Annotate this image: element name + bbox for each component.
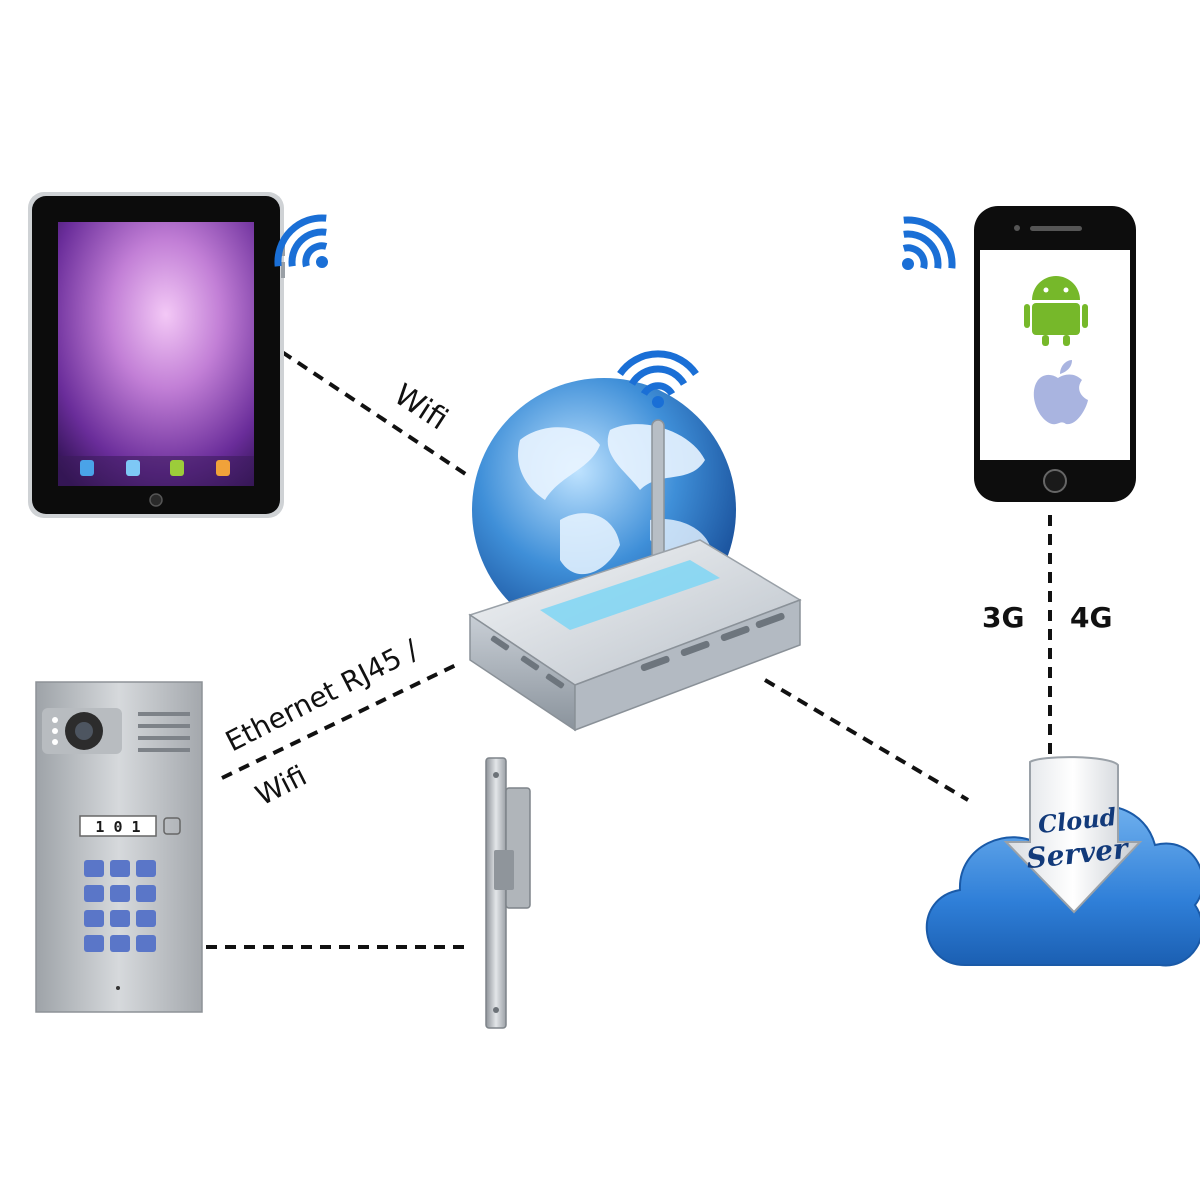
label-4g: 4G [1070, 601, 1112, 634]
tablet-app-icon [80, 460, 94, 476]
tablet-device [28, 192, 285, 518]
cloud-server-icon: Cloud Server [925, 756, 1200, 967]
phone-home-button [1043, 469, 1067, 493]
doorstation-router-connector [221, 663, 457, 780]
tablet-app-icon [170, 460, 184, 476]
label-3g: 3G [982, 601, 1024, 634]
speaker-grille [138, 712, 190, 752]
router-cloud-connector [763, 678, 970, 802]
connector-lines [206, 350, 1052, 949]
room-number: 1 0 1 [95, 818, 140, 836]
microphone-hole [116, 986, 120, 990]
wifi-signal-icon [902, 216, 956, 270]
card-reader-icon [163, 817, 181, 835]
wifi-signal-icon [274, 214, 328, 268]
tablet-app-icon [126, 460, 140, 476]
wifi-signal-icon [617, 350, 699, 408]
electric-strike-lock [485, 757, 531, 1029]
tablet-screen [58, 222, 254, 486]
tablet-app-icon [216, 460, 230, 476]
router-device [468, 419, 802, 732]
apple-icon [1033, 360, 1088, 425]
smartphone-device [974, 206, 1136, 502]
router-antenna [651, 419, 665, 561]
label-wifi-doorstation: Wifi [250, 759, 312, 812]
room-number-display [79, 815, 157, 837]
door-station-device: 1 0 1 [35, 681, 203, 1013]
android-icon [1024, 276, 1088, 346]
keypad [84, 860, 156, 952]
tablet-home-button [149, 493, 163, 507]
router-status-lights [540, 560, 720, 630]
